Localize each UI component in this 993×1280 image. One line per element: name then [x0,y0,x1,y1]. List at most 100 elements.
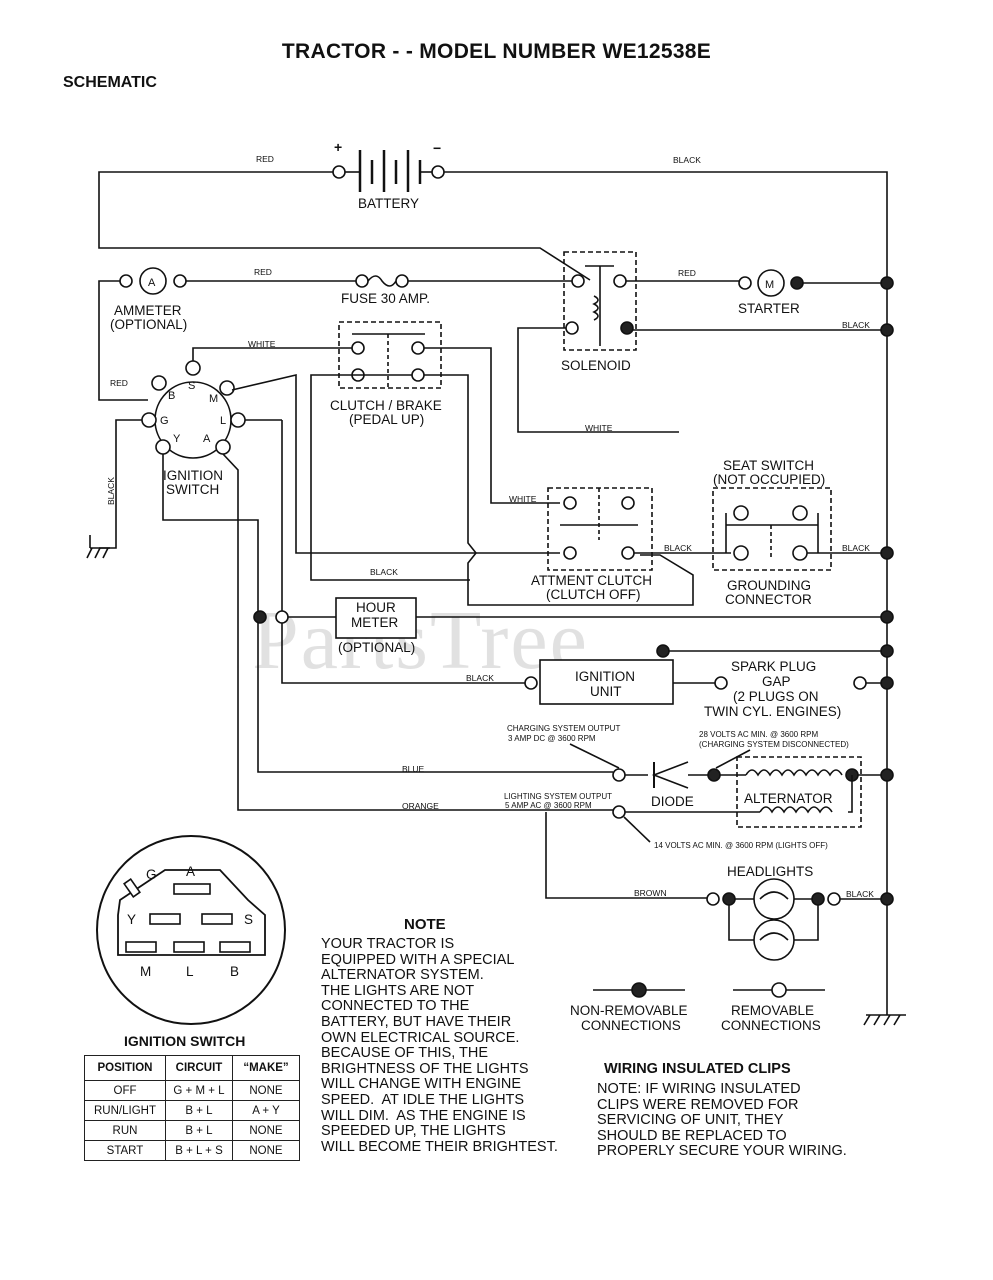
ignition-switch-table: POSITION CIRCUIT “MAKE” OFF G + M + L NO… [84,1055,300,1161]
hour-meter-optional: (OPTIONAL) [338,640,415,655]
legend-removable-dot [771,982,787,998]
ignition-table-heading: IGNITION SWITCH [124,1033,246,1049]
schematic-heading: SCHEMATIC [63,74,157,91]
terminal-M: M [209,393,218,405]
ammeter-optional: (OPTIONAL) [110,317,187,332]
ammeter-label: AMMETER [114,303,182,318]
table-row: RUN/LIGHT B + L A + Y [84,1100,300,1121]
clutch-brake-label-2: (PEDAL UP) [349,412,424,427]
starter-label: STARTER [738,301,800,316]
wire-label-red-starter: RED [678,268,696,278]
cell-make: NONE [232,1140,300,1161]
terminal-G: G [160,415,169,427]
attachment-clutch-switch [547,487,653,571]
ground-symbol-left [86,535,110,559]
legend-removable-2: CONNECTIONS [721,1018,821,1033]
face-label-Y: Y [127,912,136,927]
wire-label-red-battery: RED [256,154,274,164]
face-label-G: G [146,867,157,882]
battery-plus: + [334,139,342,155]
cell-make: NONE [232,1120,300,1141]
cell-position: RUN/LIGHT [84,1100,166,1121]
face-label-A: A [186,864,195,879]
lighting-output-label: LIGHTING SYSTEM OUTPUT [504,792,612,801]
hour-meter-label-2: METER [351,615,399,630]
seat-switch [712,487,832,571]
solenoid-label: SOLENOID [561,358,631,373]
ground-symbol-right [863,1014,906,1026]
spark-plug-gap: GAP [762,674,791,689]
wire-label-black-unit: BLACK [466,673,494,683]
wire-label-black-battery: BLACK [673,155,701,165]
headlight-upper [753,878,795,920]
wire-label-black-attachment: BLACK [664,543,692,553]
ammeter [119,267,187,295]
page-title: TRACTOR - - MODEL NUMBER WE12538E [281,40,712,63]
spark-plug-note-2: TWIN CYL. ENGINES) [704,704,841,719]
spark-plug-note-1: (2 PLUGS ON [733,689,819,704]
seat-switch-label: SEAT SWITCH [723,458,814,473]
face-label-M: M [140,964,151,979]
ignition-switch-face-diagram [96,835,286,1025]
charging-output-value: 3 AMP DC @ 3600 RPM [508,734,596,743]
cell-circuit: G + M + L [165,1080,233,1101]
alternator-label: ALTERNATOR [744,791,833,806]
legend-non-removable: NON-REMOVABLE [570,1003,688,1018]
grounding-connector-label-2: CONNECTOR [725,592,812,607]
battery-label: BATTERY [358,196,419,211]
note-heading: NOTE [404,916,446,933]
solenoid [563,251,637,351]
clips-heading: WIRING INSULATED CLIPS [604,1061,791,1077]
volts28-note: (CHARGING SYSTEM DISCONNECTED) [699,740,849,749]
table-row: START B + L + S NONE [84,1140,300,1161]
wire-label-black-seat: BLACK [842,543,870,553]
ignition-switch-label: IGNITION [163,468,223,483]
wire-label-white-attachment: WHITE [509,494,537,504]
spark-plug-label: SPARK PLUG [731,659,816,674]
face-label-L: L [186,964,194,979]
ignition-unit-label: IGNITION [575,669,635,684]
clips-text: NOTE: IF WIRING INSULATED CLIPS WERE REM… [597,1081,847,1160]
table-row: RUN B + L NONE [84,1120,300,1141]
face-label-B: B [230,964,239,979]
wire-label-brown: BROWN [634,888,667,898]
attachment-clutch-label-2: (CLUTCH OFF) [546,587,641,602]
starter-symbol: M [765,279,774,291]
watermark: PartsTree [252,594,589,687]
right-rail-connections [880,276,894,906]
terminal-S: S [188,380,195,392]
col-position: POSITION [84,1055,166,1081]
wire-label-black-ground: BLACK [106,477,116,505]
terminal-A: A [203,433,211,445]
ammeter-symbol: A [148,277,156,289]
cell-circuit: B + L + S [165,1140,233,1161]
cell-circuit: B + L [165,1100,233,1121]
wire-label-white-ignition: WHITE [248,339,276,349]
table-header-row: POSITION CIRCUIT “MAKE” [84,1055,300,1081]
battery [332,150,445,192]
wire-label-white-solenoid: WHITE [585,423,613,433]
attachment-clutch-label: ATTMENT CLUTCH [531,573,652,588]
ignition-switch-label-2: SWITCH [166,482,219,497]
grounding-connector-label: GROUNDING [727,578,811,593]
terminal-Y: Y [173,433,181,445]
battery-minus: − [433,140,441,156]
terminal-L: L [220,415,226,427]
lighting-output-value: 5 AMP AC @ 3600 RPM [505,801,592,810]
fuse [355,274,409,288]
diode-label: DIODE [651,794,694,809]
clutch-brake-label: CLUTCH / BRAKE [330,398,442,413]
terminal-B: B [168,390,175,402]
cell-position: RUN [84,1120,166,1141]
seat-switch-label-2: (NOT OCCUPIED) [713,472,825,487]
clutch-brake-switch [338,321,442,389]
starter-motor [738,269,804,297]
charging-output-label: CHARGING SYSTEM OUTPUT [507,724,620,733]
alternator [720,756,862,828]
col-circuit: CIRCUIT [165,1055,233,1081]
fuse-label: FUSE 30 AMP. [341,291,430,306]
volts14-label: 14 VOLTS AC MIN. @ 3600 RPM (LIGHTS OFF) [654,841,828,850]
wire-label-red-ignition: RED [110,378,128,388]
wire-label-red-ammeter: RED [254,267,272,277]
